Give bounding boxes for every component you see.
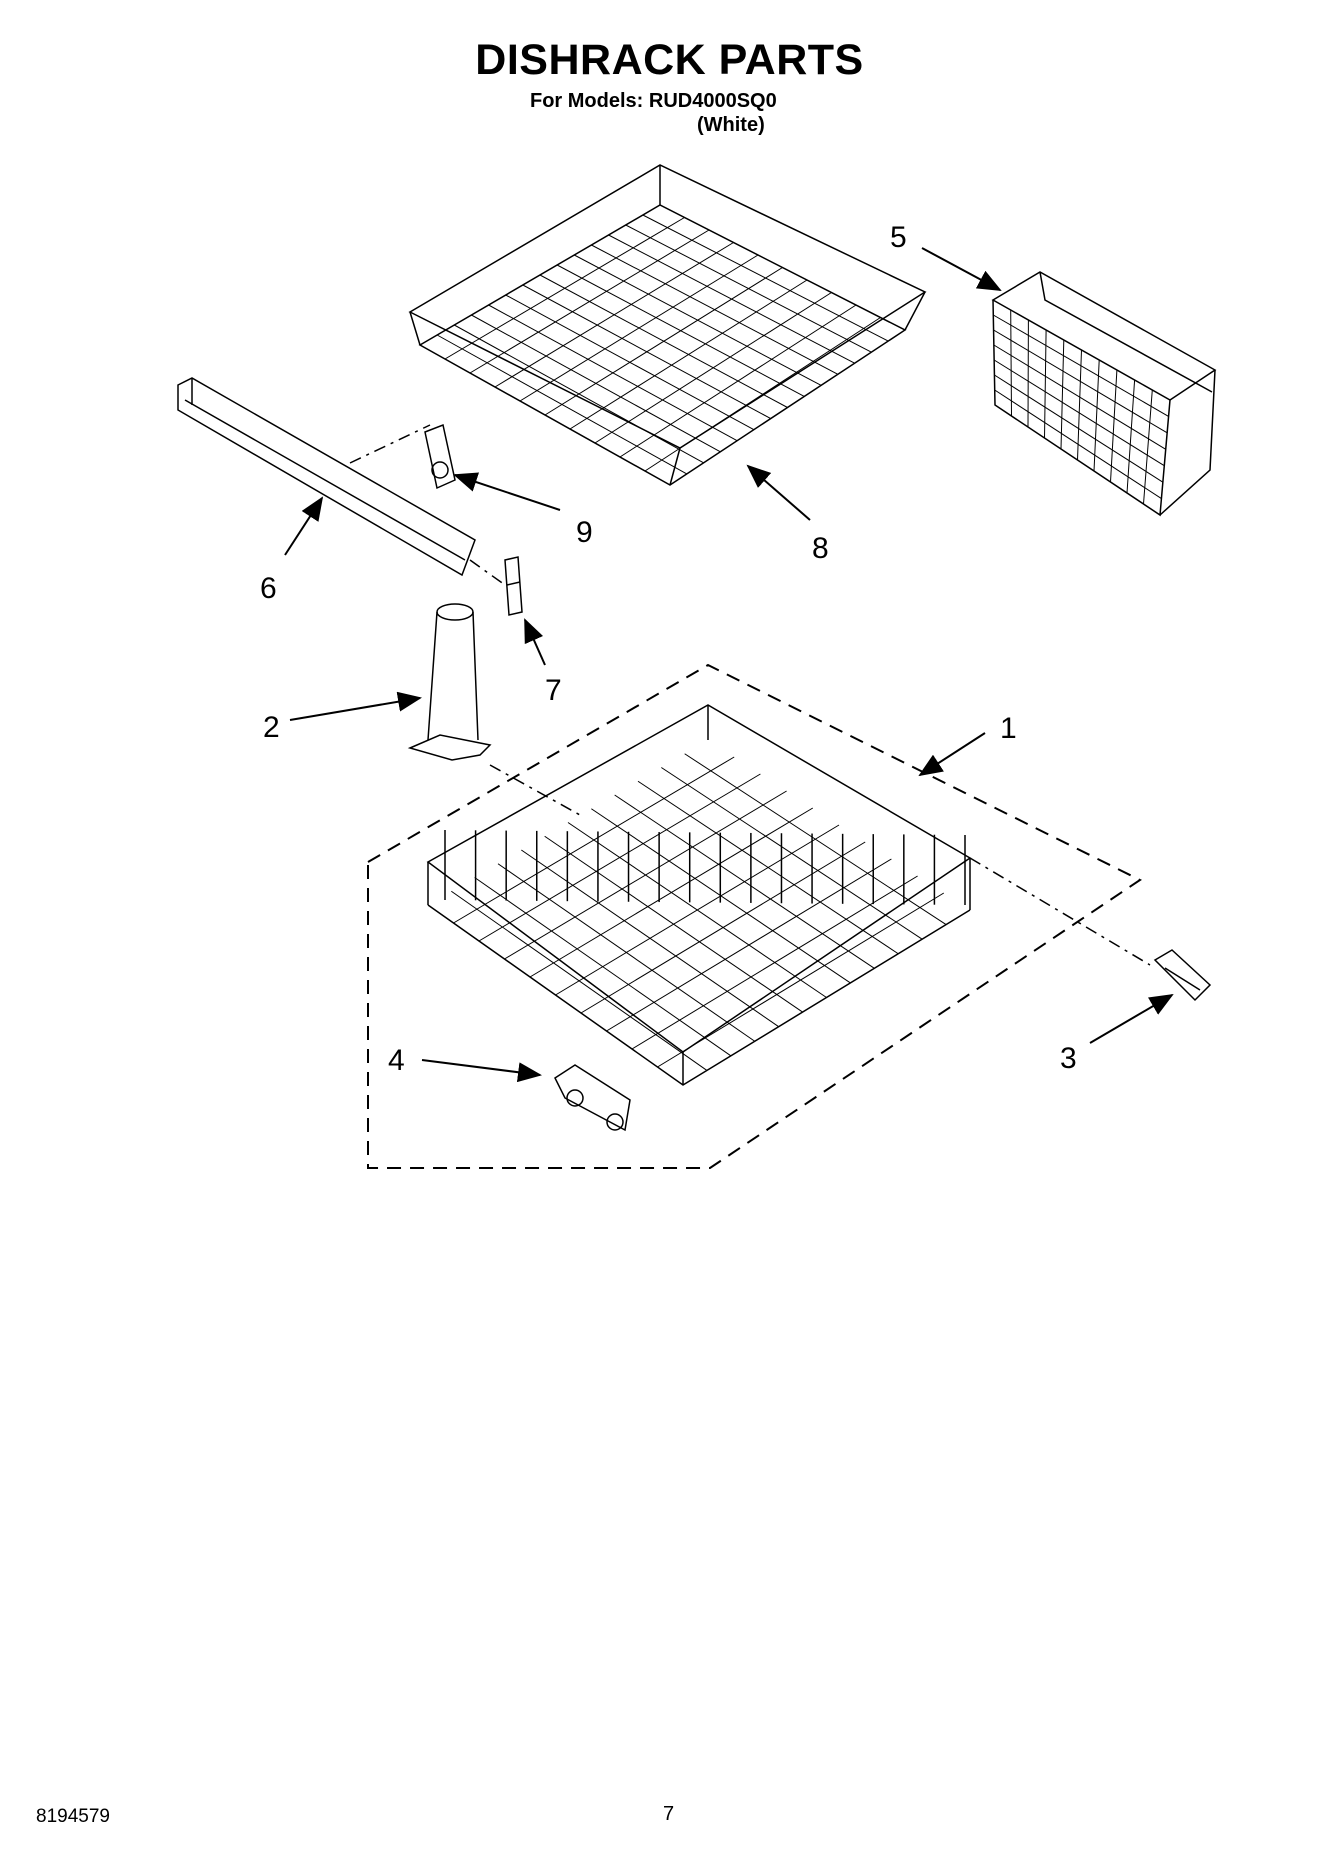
leader-arrow-5 xyxy=(921,247,1002,291)
document-number: 8194579 xyxy=(36,1806,110,1827)
track-rail-drawing xyxy=(177,377,476,577)
lower-rack-assembly-outline xyxy=(367,663,1142,1169)
leader-arrow-8 xyxy=(746,464,811,521)
callout-1: 1 xyxy=(1000,712,1017,745)
callout-7: 7 xyxy=(545,674,562,707)
callout-6: 6 xyxy=(260,572,277,605)
page-number: 7 xyxy=(663,1803,675,1825)
lower-rack-drawing xyxy=(426,704,972,1086)
rack-adjuster-drawing xyxy=(424,423,456,490)
support-column-drawing xyxy=(407,603,492,761)
leader-arrow-7 xyxy=(524,618,546,666)
leader-arrow-9 xyxy=(453,472,561,511)
leader-arrow-6 xyxy=(284,496,324,556)
models-line: For Models: RUD4000SQ0 xyxy=(530,90,777,112)
callout-9: 9 xyxy=(576,516,593,549)
track-stop-drawing xyxy=(504,556,523,616)
leader-arrow-4 xyxy=(421,1059,542,1083)
callout-2: 2 xyxy=(263,711,280,744)
leader-arrow-1 xyxy=(918,732,986,777)
leader-arrow-2 xyxy=(289,691,422,721)
wheel-assembly-drawing xyxy=(554,1064,631,1132)
color-variant: (White) xyxy=(697,114,765,136)
silverware-basket-drawing xyxy=(991,271,1217,517)
callout-8: 8 xyxy=(812,532,829,565)
roller-clip-drawing xyxy=(1153,949,1212,1002)
callout-3: 3 xyxy=(1060,1042,1077,1075)
alignment-line-column xyxy=(489,764,581,816)
callout-4: 4 xyxy=(388,1044,405,1077)
leader-arrow-3 xyxy=(1089,993,1174,1044)
callout-5: 5 xyxy=(890,221,907,254)
alignment-line-roller xyxy=(969,857,1151,966)
upper-rack-drawing xyxy=(408,164,927,486)
alignment-line-rail xyxy=(349,424,506,586)
page-title: DISHRACK PARTS xyxy=(475,36,864,84)
